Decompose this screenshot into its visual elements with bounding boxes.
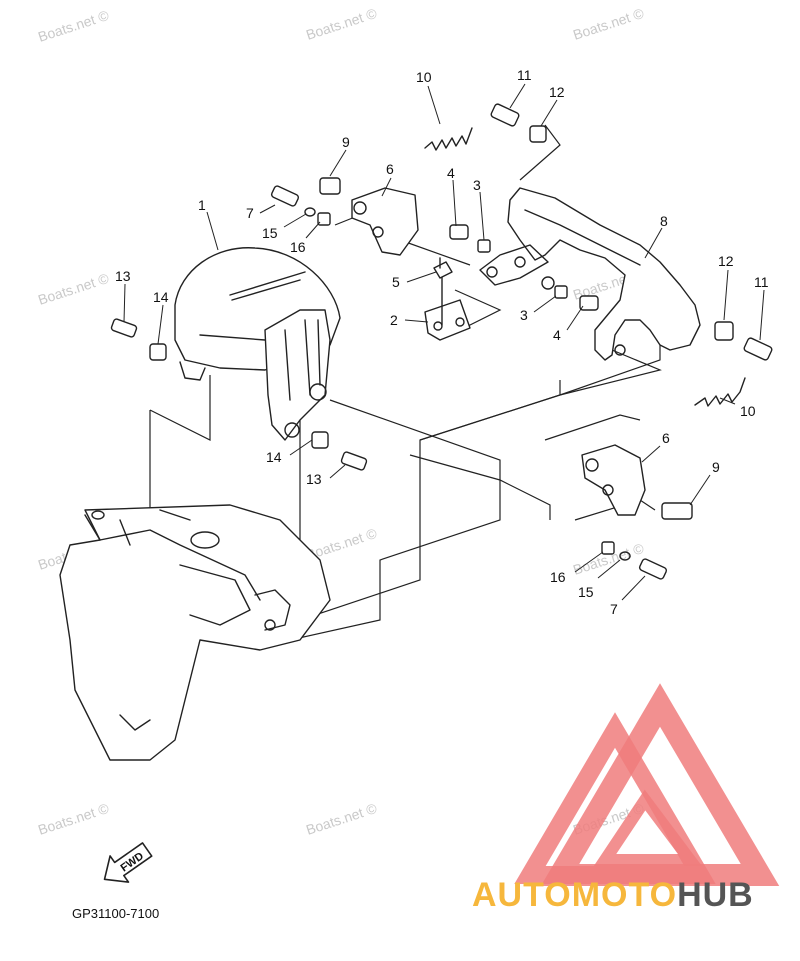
spring-upper (424, 127, 473, 151)
callout-8: 8 (660, 213, 668, 229)
collar-3-upper (477, 239, 491, 253)
collar-12-lower (714, 321, 734, 341)
callout-14-left: 14 (153, 289, 169, 305)
watermark: Boats.net © (36, 270, 111, 308)
part-6-bracket-lower (581, 444, 646, 516)
callout-16-upper: 16 (290, 239, 306, 255)
callout-6-upper: 6 (386, 161, 394, 177)
bolt-13-left (110, 318, 138, 338)
callout-14-center: 14 (266, 449, 282, 465)
bolt-11-lower (743, 337, 773, 361)
bolt-9-upper (319, 177, 341, 195)
callout-16-lower: 16 (550, 569, 566, 585)
callout-13-left: 13 (115, 268, 131, 284)
watermark: Boats.net © (304, 800, 379, 838)
callout-10-upper: 10 (416, 69, 432, 85)
brand-part-1: AUTOMOTO (472, 876, 678, 914)
callout-2: 2 (390, 312, 398, 328)
spring-lower (694, 377, 746, 407)
callout-7-upper: 7 (246, 205, 254, 221)
callout-3-upper: 3 (473, 177, 481, 193)
part-2-plate (424, 271, 471, 341)
callout-3-lower: 3 (520, 307, 528, 323)
bolt-7-upper (270, 185, 300, 207)
washer-15-lower (619, 551, 631, 561)
callout-9-upper: 9 (342, 134, 350, 150)
callout-15-lower: 15 (578, 584, 594, 600)
callout-10-lower: 10 (740, 403, 756, 419)
callout-11-upper: 11 (517, 67, 532, 83)
callout-13-center: 13 (306, 471, 322, 487)
part-5-grease-nipple (433, 257, 453, 279)
callout-9-lower: 9 (712, 459, 720, 475)
watermark: Boats.net © (304, 5, 379, 43)
collar-3-lower (554, 285, 568, 299)
catalog-code: GP31100-7100 (72, 906, 160, 921)
part-8-main-bracket (479, 187, 701, 361)
hardware (110, 103, 773, 580)
callout-11-lower: 11 (754, 274, 769, 290)
leader-lines (123, 83, 765, 601)
collar-14-center (311, 431, 329, 449)
collar-12-upper (529, 125, 547, 143)
bolt-11-upper (490, 103, 520, 127)
collar-14-left (149, 343, 167, 361)
fwd-arrow-icon: FWD (103, 842, 153, 883)
callout-1: 1 (198, 197, 206, 213)
callout-7-lower: 7 (610, 601, 618, 617)
bolt-7-lower (638, 558, 668, 580)
collar-16-upper (317, 212, 331, 226)
collar-16-lower (601, 541, 615, 555)
bolt-9-lower (661, 502, 693, 520)
mount-bracket (264, 309, 331, 441)
callout-labels: 1 2 3 3 4 4 5 6 6 7 7 8 9 9 10 10 11 11 … (115, 67, 769, 617)
part-6-bracket-upper (351, 187, 419, 256)
callout-12-upper: 12 (549, 84, 565, 100)
callout-12-lower: 12 (718, 253, 734, 269)
bolt-4-lower (579, 295, 599, 311)
callout-15-upper: 15 (262, 225, 278, 241)
brand-wordmark: AUTOMOTOHUB (472, 876, 754, 915)
callout-4-upper: 4 (447, 165, 455, 181)
watermark: Boats.net © (36, 7, 111, 45)
callout-4-lower: 4 (553, 327, 561, 343)
watermark: Boats.net © (571, 5, 646, 43)
watermark: Boats.net © (36, 800, 111, 838)
bolt-13-center (340, 451, 368, 471)
washer-15-upper (304, 207, 316, 217)
brand-part-2: HUB (677, 876, 754, 914)
callout-6-lower: 6 (662, 430, 670, 446)
bottom-cowling (59, 504, 331, 761)
brand-logo-icon (514, 683, 780, 886)
bolt-4-upper (449, 224, 469, 240)
callout-5: 5 (392, 274, 400, 290)
